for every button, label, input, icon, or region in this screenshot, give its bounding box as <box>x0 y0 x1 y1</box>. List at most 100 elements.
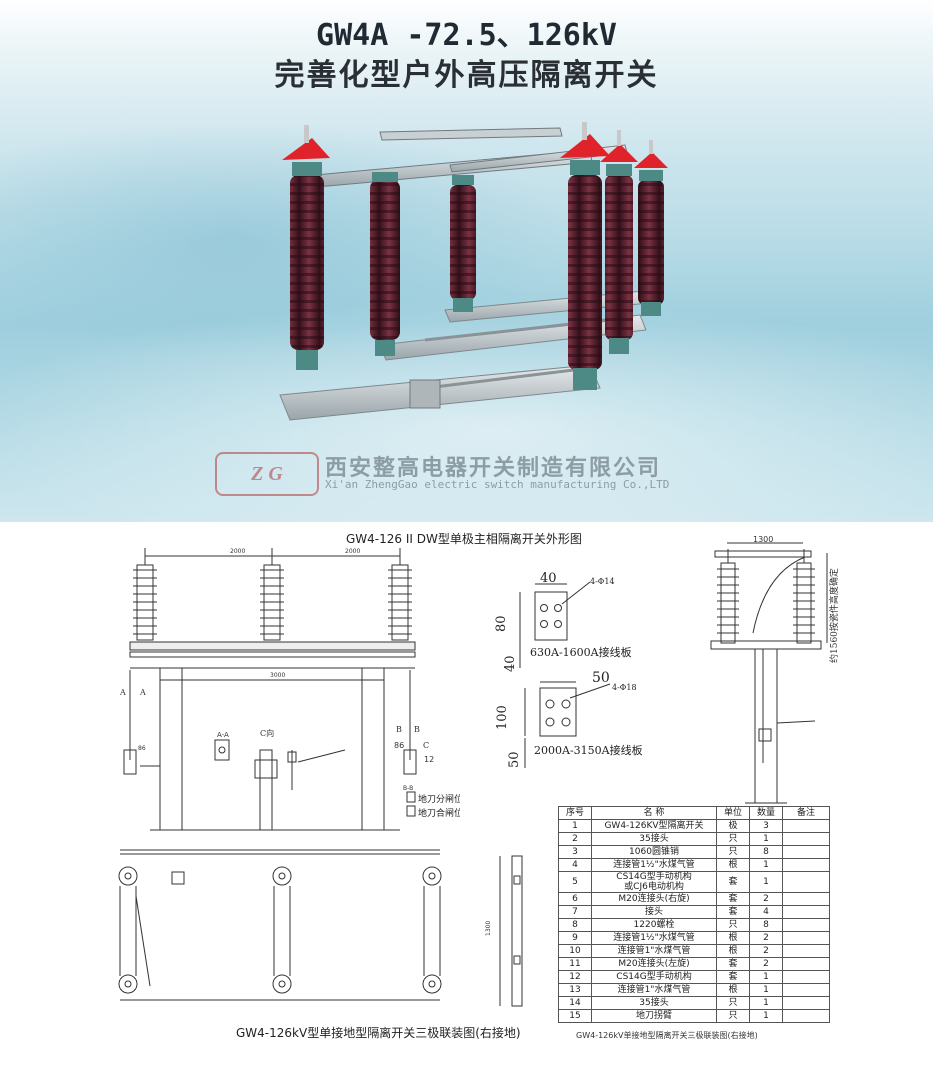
table-cell: 只 <box>716 996 750 1010</box>
insulator-column <box>450 175 476 312</box>
dim-40-width: 40 <box>540 571 557 586</box>
table-cell: 5 <box>558 871 592 893</box>
table-cell: 15 <box>558 1009 592 1023</box>
table-cell: 套 <box>716 871 750 893</box>
table-cell: 3 <box>749 819 783 833</box>
table-cell <box>782 918 830 932</box>
table-cell: 1 <box>749 871 783 893</box>
product-banner: GW4A -72.5、126kV 完善化型户外高压隔离开关 <box>0 0 933 522</box>
insulator-column <box>560 122 610 390</box>
table-cell: 2 <box>749 892 783 906</box>
table-cell <box>782 944 830 958</box>
table-cell: 套 <box>716 970 750 984</box>
table-cell: 1 <box>749 1009 783 1023</box>
table-cell: 9 <box>558 931 592 945</box>
hole-spec: 4-Φ14 <box>590 577 615 586</box>
product-photo <box>279 122 668 421</box>
section-mark-b: B <box>396 725 402 734</box>
table-cell: 8 <box>558 918 592 932</box>
pole-assembly <box>272 866 292 994</box>
table-cell: 根 <box>716 858 750 872</box>
col-header: 名 称 <box>591 806 717 820</box>
table-cell: 1 <box>749 970 783 984</box>
table-cell: 连接管1½"水煤气管 <box>591 858 717 872</box>
dim-2000-right: 2000 <box>345 548 360 555</box>
table-cell: 14 <box>558 996 592 1010</box>
table-cell <box>782 1009 830 1023</box>
dim-86-right: 86 <box>394 741 404 750</box>
table-cell: 13 <box>558 983 592 997</box>
table-cell <box>782 996 830 1010</box>
terminal-plate-630-1600: 40 4-Φ14 80 40 630A-1600A接线板 <box>494 571 632 672</box>
table-cell <box>782 892 830 906</box>
dim-86-left: 86 <box>138 745 146 752</box>
company-logo: Z G <box>215 452 319 496</box>
table-cell: CS14G型手动机构 <box>591 970 717 984</box>
table-cell: 连接管1½"水煤气管 <box>591 931 717 945</box>
section-mark-a: A <box>139 688 146 697</box>
table-cell: 套 <box>716 892 750 906</box>
section-bb-label: B-B <box>403 785 413 792</box>
table-cell <box>782 970 830 984</box>
dim-50-width: 50 <box>592 670 610 686</box>
dim-40-height: 40 <box>503 655 518 672</box>
table-cell: 4 <box>749 905 783 919</box>
dim-2000-left: 2000 <box>230 548 245 555</box>
table-cell: 3 <box>558 845 592 859</box>
drawing1-caption: GW4-126 II DW型单极主相隔离开关外形图 <box>346 532 582 546</box>
table-cell: 根 <box>716 931 750 945</box>
height-note: 约1560按瓷件高度确定 <box>828 568 840 663</box>
view-c-label: C向 <box>260 728 274 738</box>
table-cell: 1060圆锥销 <box>591 845 717 859</box>
table-cell: M20连接头(右旋) <box>591 892 717 906</box>
table-cell: 10 <box>558 944 592 958</box>
table-cell: 2 <box>558 832 592 846</box>
company-watermark: Z G 西安整高电器开关制造有限公司 Xi'an ZhengGao electr… <box>215 450 675 496</box>
table-cell: 12 <box>558 970 592 984</box>
pole-assembly <box>422 866 442 994</box>
table-cell: 2 <box>749 931 783 945</box>
table-cell <box>782 871 830 893</box>
ground-close-position: 地刀合闸位置 <box>418 807 460 819</box>
table-cell: 1 <box>749 832 783 846</box>
dim-50-height: 50 <box>507 751 522 768</box>
company-name-cn: 西安整高电器开关制造有限公司 <box>325 456 662 481</box>
parts-table-caption: GW4-126kV单接地型隔离开关三极联装图(右接地) <box>576 1031 758 1040</box>
company-name-en: Xi'an ZhengGao electric switch manufactu… <box>325 478 670 491</box>
insulator-column <box>600 130 638 354</box>
plate2-caption: 2000A-3150A接线板 <box>534 743 643 757</box>
section-aa-label: A-A <box>217 731 229 739</box>
drawing2-caption: GW4-126kV型单接地型隔离开关三极联装图(右接地) <box>236 1026 521 1040</box>
table-cell <box>782 931 830 945</box>
table-cell: 2 <box>749 957 783 971</box>
single-pole-outline-drawing: 2000 2000 3000 A A 86 A-A C向 B B 86 C 12… <box>119 548 460 831</box>
table-cell: 连接管1"水煤气管 <box>591 944 717 958</box>
table-header-row: 序号 名 称 单位 数量 备注 <box>558 806 830 820</box>
table-cell: 根 <box>716 983 750 997</box>
pole-assembly <box>118 866 151 994</box>
three-pole-assembly-drawing: 1300 <box>118 849 523 1007</box>
insulator-stack <box>133 548 157 641</box>
insulator-stack <box>388 548 412 641</box>
table-cell <box>782 957 830 971</box>
table-cell: 2 <box>749 944 783 958</box>
dim-3000: 3000 <box>270 672 285 679</box>
table-cell: 35接头 <box>591 996 717 1010</box>
ground-open-position: 地刀分闸位置 <box>418 793 460 805</box>
table-cell: 1 <box>749 858 783 872</box>
table-cell: 套 <box>716 957 750 971</box>
table-cell: 连接管1"水煤气管 <box>591 983 717 997</box>
